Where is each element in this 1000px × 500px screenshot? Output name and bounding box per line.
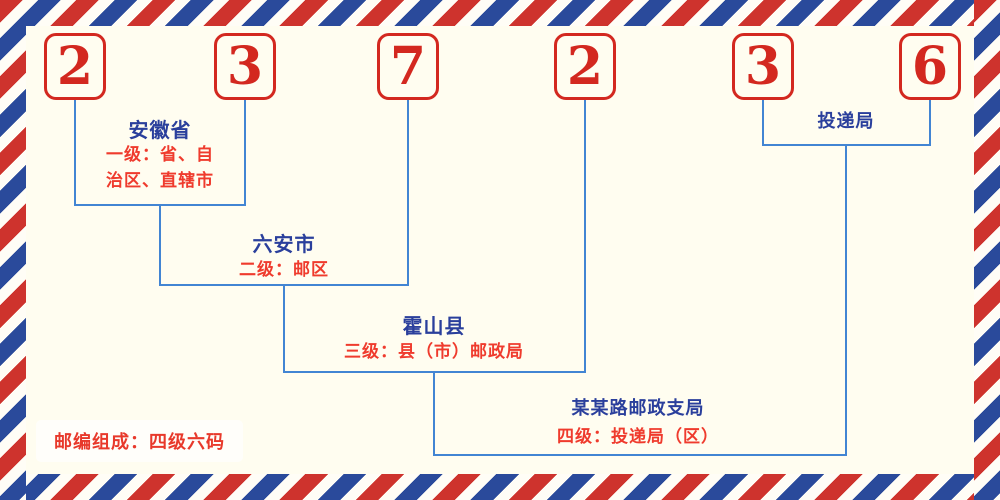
airmail-stripe-top xyxy=(0,0,1000,26)
footer-note-text: 邮编组成：四级六码 xyxy=(54,432,225,453)
postal-digit-box-2: 3 xyxy=(214,33,276,100)
airmail-stripe-bottom xyxy=(0,474,1000,500)
postal-digit-box-5: 3 xyxy=(732,33,794,100)
postal-digit-4: 2 xyxy=(566,35,604,97)
level1-description: 一级：省、自 治区、直辖市 xyxy=(106,145,214,191)
postal-digit-box-1: 2 xyxy=(44,33,106,100)
level3-description: 三级：县（市）邮政局 xyxy=(344,342,524,362)
postal-digit-box-3: 7 xyxy=(377,33,439,100)
postal-digit-box-4: 2 xyxy=(554,33,616,100)
airmail-stripe-left xyxy=(0,0,26,500)
postal-digit-2: 3 xyxy=(226,35,264,97)
level4-description: 四级：投递局（区） xyxy=(557,427,719,447)
airmail-stripe-right xyxy=(974,0,1000,500)
level2-region-name: 六安市 xyxy=(252,232,316,256)
level1-region-name: 安徽省 xyxy=(128,118,192,142)
footer-note-box: 邮编组成：四级六码 xyxy=(36,420,243,462)
postal-digit-3: 7 xyxy=(389,35,427,97)
level2-description: 二级：邮区 xyxy=(239,260,329,280)
level4-office-name: 某某路邮政支局 xyxy=(571,398,705,419)
postal-digit-5: 3 xyxy=(744,35,782,97)
postal-digit-1: 2 xyxy=(56,35,94,97)
delivery-office-label: 投递局 xyxy=(817,111,875,132)
level3-region-name: 霍山县 xyxy=(402,314,466,338)
postal-digit-6: 6 xyxy=(911,35,949,97)
postal-digit-box-6: 6 xyxy=(899,33,961,100)
